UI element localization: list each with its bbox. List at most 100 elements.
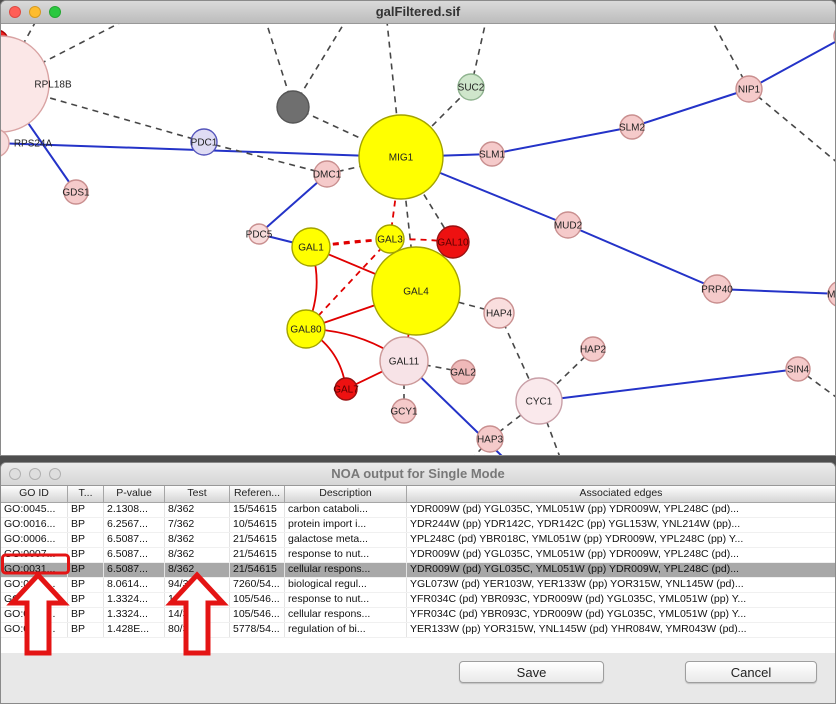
table-cell: GO:0031... — [1, 593, 68, 607]
close-button[interactable] — [9, 6, 21, 18]
graph-node-GDS1[interactable] — [63, 179, 89, 205]
graph-edge[interactable] — [305, 238, 391, 330]
graph-edge[interactable] — [203, 141, 328, 175]
graph-node-GAL2[interactable] — [450, 359, 476, 385]
graph-edge[interactable] — [491, 126, 633, 155]
graph-node-GAL4[interactable] — [371, 246, 461, 336]
graph-node-PDC1[interactable] — [190, 128, 218, 156]
table-cell: 14/362 — [165, 593, 230, 607]
column-header-p-value[interactable]: P-value — [104, 486, 165, 502]
table-cell: response to nut... — [285, 593, 407, 607]
graph-node-label: PDC5 — [246, 230, 273, 241]
graph-node-HAP2[interactable] — [580, 336, 606, 362]
table-cell: 8/362 — [165, 563, 230, 577]
table-cell: BP — [68, 608, 104, 622]
graph-node-HAP3[interactable] — [476, 425, 504, 453]
graph-window-controls — [9, 6, 61, 18]
column-header-description[interactable]: Description — [285, 486, 407, 502]
graph-edge[interactable] — [748, 36, 836, 90]
table-cell: cellular respons... — [285, 563, 407, 577]
graph-edge[interactable] — [707, 24, 750, 90]
table-cell: BP — [68, 548, 104, 562]
table-cell: 8/362 — [165, 548, 230, 562]
graph-node-PRP40[interactable] — [702, 274, 732, 304]
graph-node-RPL18B[interactable] — [1, 35, 50, 133]
table-cell: 7260/54... — [230, 578, 285, 592]
graph-edge[interactable] — [538, 368, 799, 402]
close-button[interactable] — [9, 468, 21, 480]
graph-node-SLM2[interactable] — [619, 114, 645, 140]
column-header-go-id[interactable]: GO ID — [1, 486, 68, 502]
table-cell: GO:0007... — [1, 548, 68, 562]
graph-edge[interactable] — [1, 83, 205, 143]
column-header-t[interactable]: T... — [68, 486, 104, 502]
graph-node-MSN5[interactable] — [827, 281, 836, 307]
graph-window-titlebar[interactable]: galFiltered.sif — [1, 1, 835, 24]
graph-node-label: GAL1 — [298, 243, 324, 254]
graph-node-GAL3[interactable] — [375, 224, 405, 254]
graph-node-GCY1[interactable] — [391, 398, 417, 424]
graph-node-label: MSN5 — [827, 290, 836, 301]
graph-node-label: HAP3 — [477, 435, 504, 446]
save-button[interactable]: Save — [459, 661, 604, 683]
graph-node-SLM1[interactable] — [479, 141, 505, 167]
minimize-button[interactable] — [29, 6, 41, 18]
graph-node-GAL11[interactable] — [379, 336, 429, 386]
graph-node-PDC5[interactable] — [248, 223, 270, 245]
graph-node-label: CYC1 — [526, 397, 553, 408]
zoom-button[interactable] — [49, 6, 61, 18]
graph-node-NIP1[interactable] — [735, 75, 763, 103]
graph-node-DMC1[interactable] — [313, 160, 341, 188]
cancel-button[interactable]: Cancel — [685, 661, 817, 683]
graph-node-GAL80[interactable] — [286, 309, 326, 349]
graph-node-MIG1[interactable] — [358, 114, 444, 200]
graph-node-CYC1[interactable] — [515, 377, 563, 425]
graph-node-RPS24A[interactable] — [1, 129, 10, 157]
graph-edge[interactable] — [258, 173, 328, 235]
graph-node-TR[interactable] — [833, 24, 836, 48]
minimize-button[interactable] — [29, 468, 41, 480]
graph-node-GAL10[interactable] — [436, 225, 470, 259]
graph-edge[interactable] — [567, 224, 718, 290]
graph-edge[interactable] — [748, 88, 836, 174]
zoom-button[interactable] — [49, 468, 61, 480]
noa-window-titlebar[interactable]: NOA output for Single Mode — [1, 463, 835, 486]
graph-edge[interactable] — [631, 88, 750, 128]
table-cell: YFR034C (pd) YBR093C, YDR009W (pd) YGL03… — [410, 593, 747, 605]
graph-node-HAP4[interactable] — [483, 297, 515, 329]
column-header-referen[interactable]: Referen... — [230, 486, 285, 502]
graph-node-GAL1[interactable] — [291, 227, 331, 267]
graph-node-label: SUC2 — [458, 83, 485, 94]
table-cell: GO:0045... — [1, 503, 68, 517]
table-cell: BP — [68, 503, 104, 517]
graph-node-label: HAP4 — [486, 309, 513, 320]
graph-node-GAL7[interactable] — [334, 377, 358, 401]
graph-edge[interactable] — [716, 288, 836, 295]
table-cell: GO:0016... — [1, 518, 68, 532]
graph-edge[interactable] — [292, 24, 351, 108]
column-header-test[interactable]: Test — [165, 486, 230, 502]
graph-node-SUC2[interactable] — [457, 73, 485, 101]
graph-node-SIN4[interactable] — [785, 356, 811, 382]
table-cell: YGL073W (pd) YER103W, YER133W (pp) YOR31… — [410, 578, 744, 590]
table-cell: GO:0065... — [1, 578, 68, 592]
column-header-associated-edges[interactable]: Associated edges — [579, 487, 663, 499]
graph-node-MUD2[interactable] — [554, 211, 582, 239]
graph-node-GRAY[interactable] — [276, 90, 310, 124]
network-svg[interactable]: RPL18BRPS24AGDS1PDC1DMC1MIG1SUC2SLM1SLM2… — [1, 24, 836, 456]
table-cell: 2.1308... — [104, 503, 165, 517]
table-cell: YDR009W (pd) YGL035C, YML051W (pp) YDR00… — [410, 563, 739, 575]
graph-node-label: RPL18B — [34, 80, 72, 91]
